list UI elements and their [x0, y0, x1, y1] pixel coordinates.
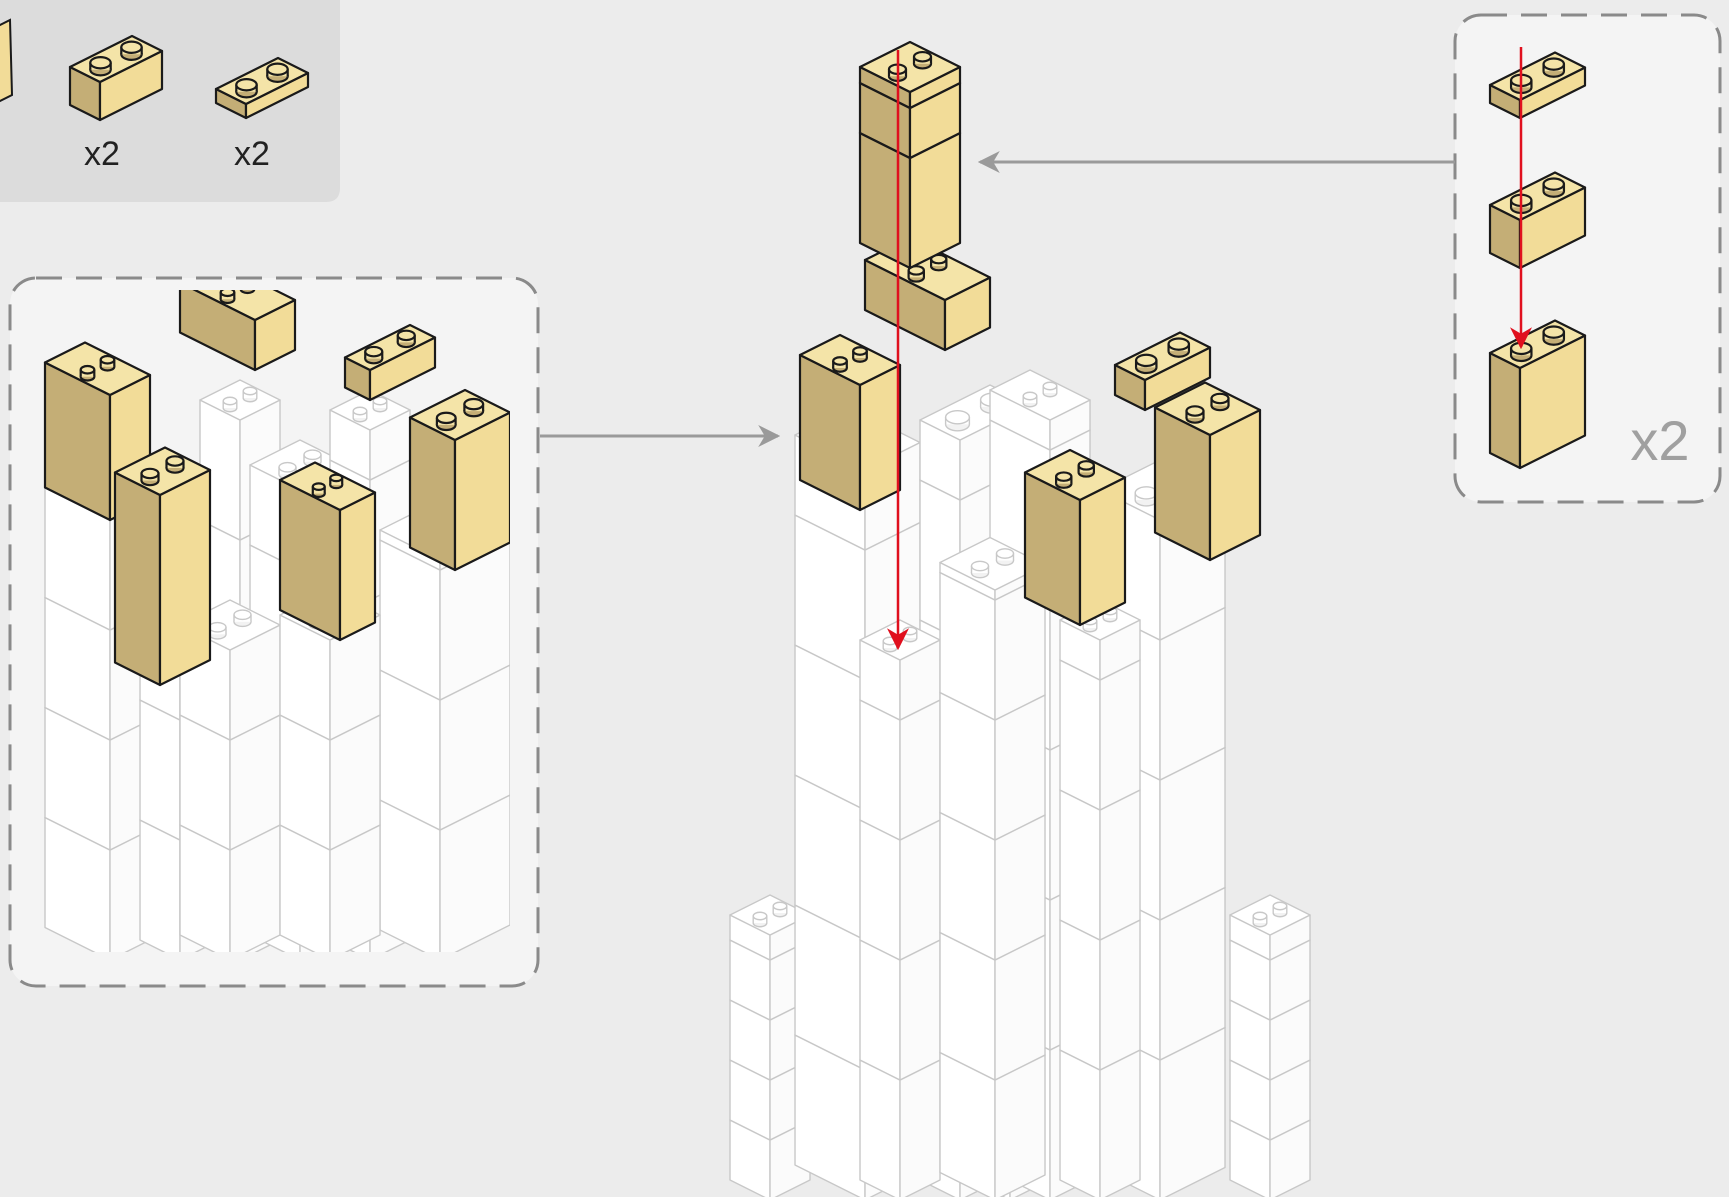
- ghost-column: [1059, 599, 1141, 1197]
- ghost-structure: [729, 369, 1311, 1197]
- tan-plate-1x2: [1488, 51, 1587, 120]
- ghost-brick: [1229, 894, 1311, 961]
- tan-brick: [1113, 331, 1212, 412]
- ghost-column: [859, 619, 941, 1197]
- tan-brick: [43, 341, 152, 522]
- ghost-column: [1229, 894, 1311, 1197]
- main-tower-model: [729, 236, 1311, 1197]
- tan-brick: [278, 461, 377, 642]
- tan-brick: [113, 446, 212, 687]
- ghost-column: [939, 536, 1046, 1197]
- tan-brick: [798, 333, 902, 512]
- subassembly-callout: x2: [1453, 13, 1722, 504]
- tan-brick: [343, 323, 437, 402]
- detail-tower-view: [43, 290, 510, 952]
- ghost-brick: [989, 369, 1091, 451]
- parts-list-panel: x2 x2: [0, 0, 340, 202]
- partial-brick-icon: [0, 18, 14, 103]
- ghost-column: [279, 589, 381, 952]
- tan-brick-1x2: [1488, 171, 1587, 270]
- new-piece-assembly: [858, 40, 962, 270]
- ghost-column: [379, 494, 510, 952]
- tan-brick-1x2-tall: [1488, 319, 1587, 470]
- part-quantity: x2: [234, 135, 270, 173]
- tan-bricks: [798, 236, 1262, 627]
- tan-bricks: [43, 290, 510, 687]
- ghost-column: [729, 894, 811, 1197]
- tan-brick-1x2: [68, 34, 164, 122]
- tan-brick: [178, 290, 297, 372]
- part-quantity: x2: [84, 135, 120, 173]
- tan-plate-1x2: [214, 56, 310, 120]
- ghost-brick: [329, 389, 411, 481]
- ghost-brick: [729, 894, 811, 961]
- brick-1x2-icon: [68, 34, 164, 122]
- tan-brick: [1023, 448, 1127, 627]
- detail-callout: [8, 276, 540, 988]
- tan-brick: [1153, 381, 1262, 562]
- ghost-brick: [859, 619, 941, 721]
- plate-1x2-icon: [214, 56, 310, 120]
- subassembly-multiplier: x2: [1630, 409, 1689, 472]
- subassembly-steps: [1488, 51, 1587, 470]
- tan-plate-1x2: [858, 40, 962, 110]
- tan-brick: [408, 388, 510, 572]
